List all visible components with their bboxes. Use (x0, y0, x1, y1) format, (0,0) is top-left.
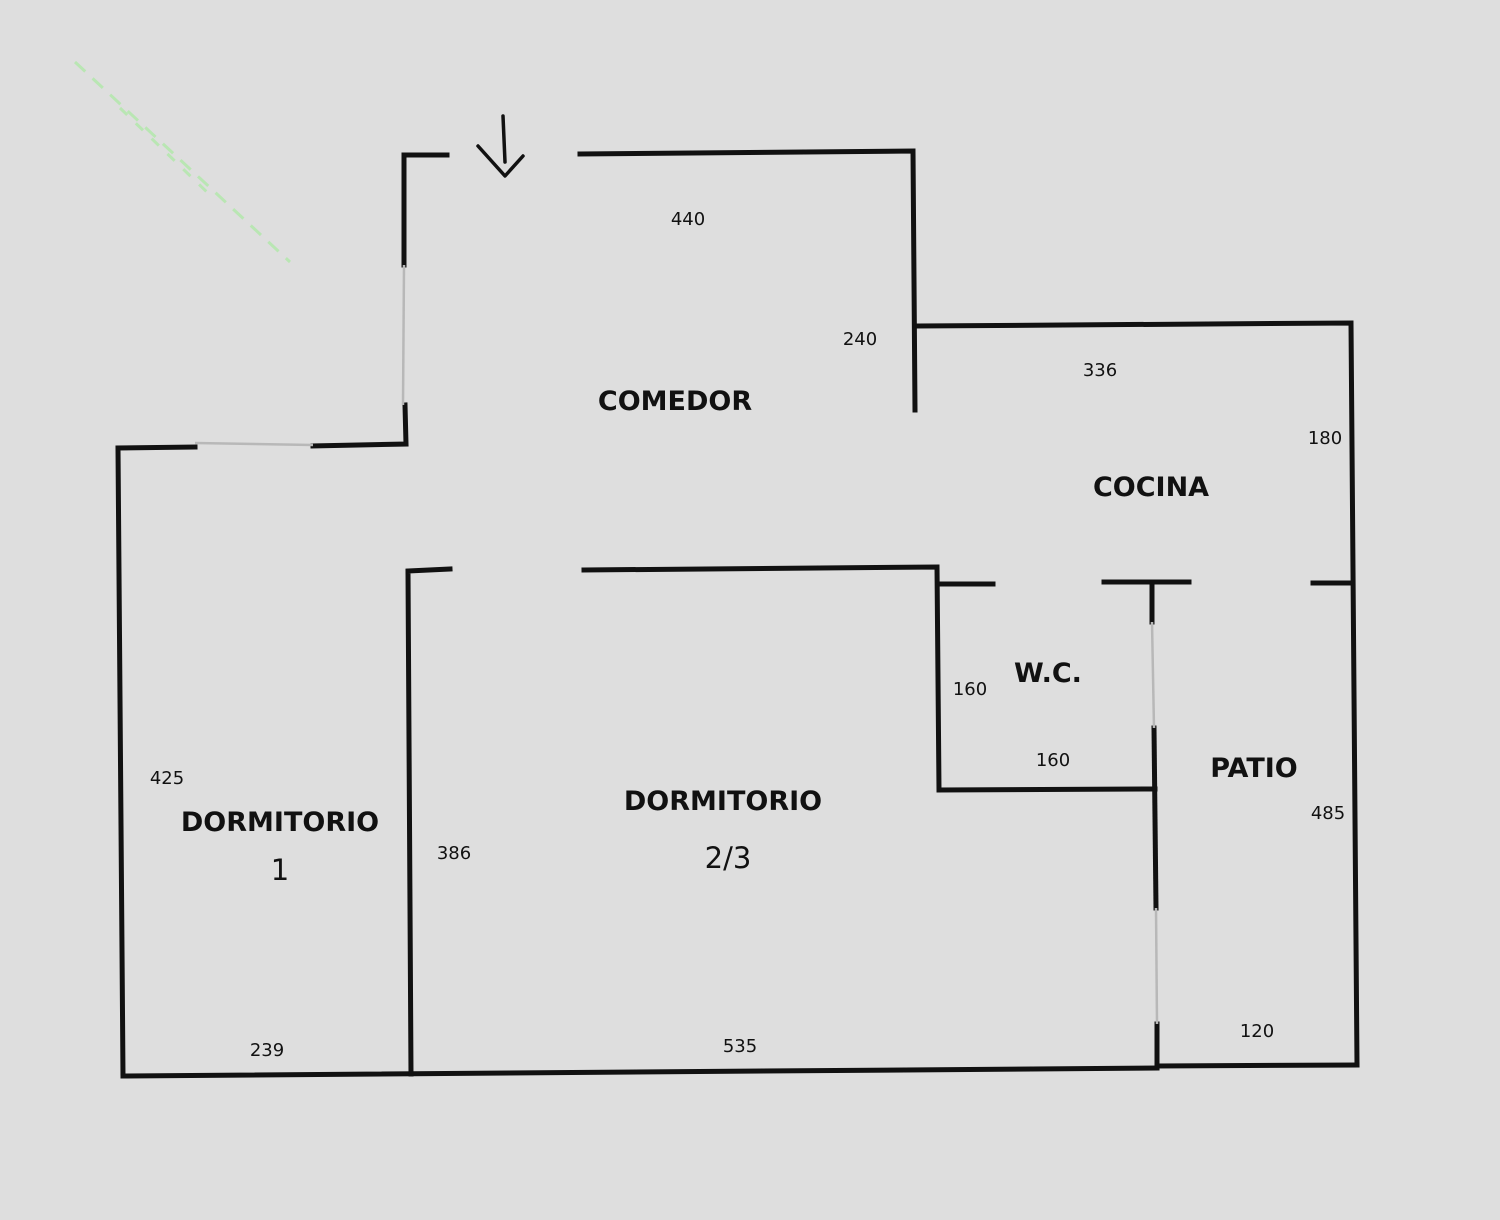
room-number-dormitorio-1: 1 (271, 853, 289, 887)
dim-comedor-depth: 240 (843, 329, 877, 350)
room-label-patio: PATIO (1210, 753, 1298, 784)
dim-wc-depth: 160 (953, 679, 987, 700)
dim-patio-depth: 485 (1311, 803, 1345, 824)
dim-comedor-width: 440 (671, 209, 705, 230)
dim-dormitorio-23-depth: 386 (437, 843, 471, 864)
dim-cocina-depth: 180 (1308, 428, 1342, 449)
dim-dormitorio-1-width: 239 (250, 1040, 284, 1061)
dim-dormitorio-23-width: 535 (723, 1036, 757, 1057)
dim-wc-width: 160 (1036, 750, 1070, 771)
room-label-cocina: COCINA (1093, 472, 1209, 503)
green-trace-lines (73, 60, 292, 264)
room-number-dormitorio-23: 2/3 (705, 841, 752, 875)
entrance-arrow-icon (476, 114, 525, 178)
dim-dormitorio-1-depth: 425 (150, 768, 184, 789)
dim-patio-width: 120 (1240, 1021, 1274, 1042)
dimension-labels: 440 240 336 180 160 160 485 120 425 239 … (150, 209, 1345, 1061)
room-label-dormitorio-1: DORMITORIO (181, 807, 379, 838)
room-label-wc: W.C. (1014, 658, 1082, 689)
dim-cocina-width: 336 (1083, 360, 1117, 381)
room-labels: COMEDOR COCINA W.C. PATIO DORMITORIO 1 D… (181, 386, 1298, 887)
room-label-dormitorio-23: DORMITORIO (624, 786, 822, 817)
walls (115, 148, 1360, 1079)
room-label-comedor: COMEDOR (598, 386, 752, 417)
windows (194, 264, 1159, 1025)
